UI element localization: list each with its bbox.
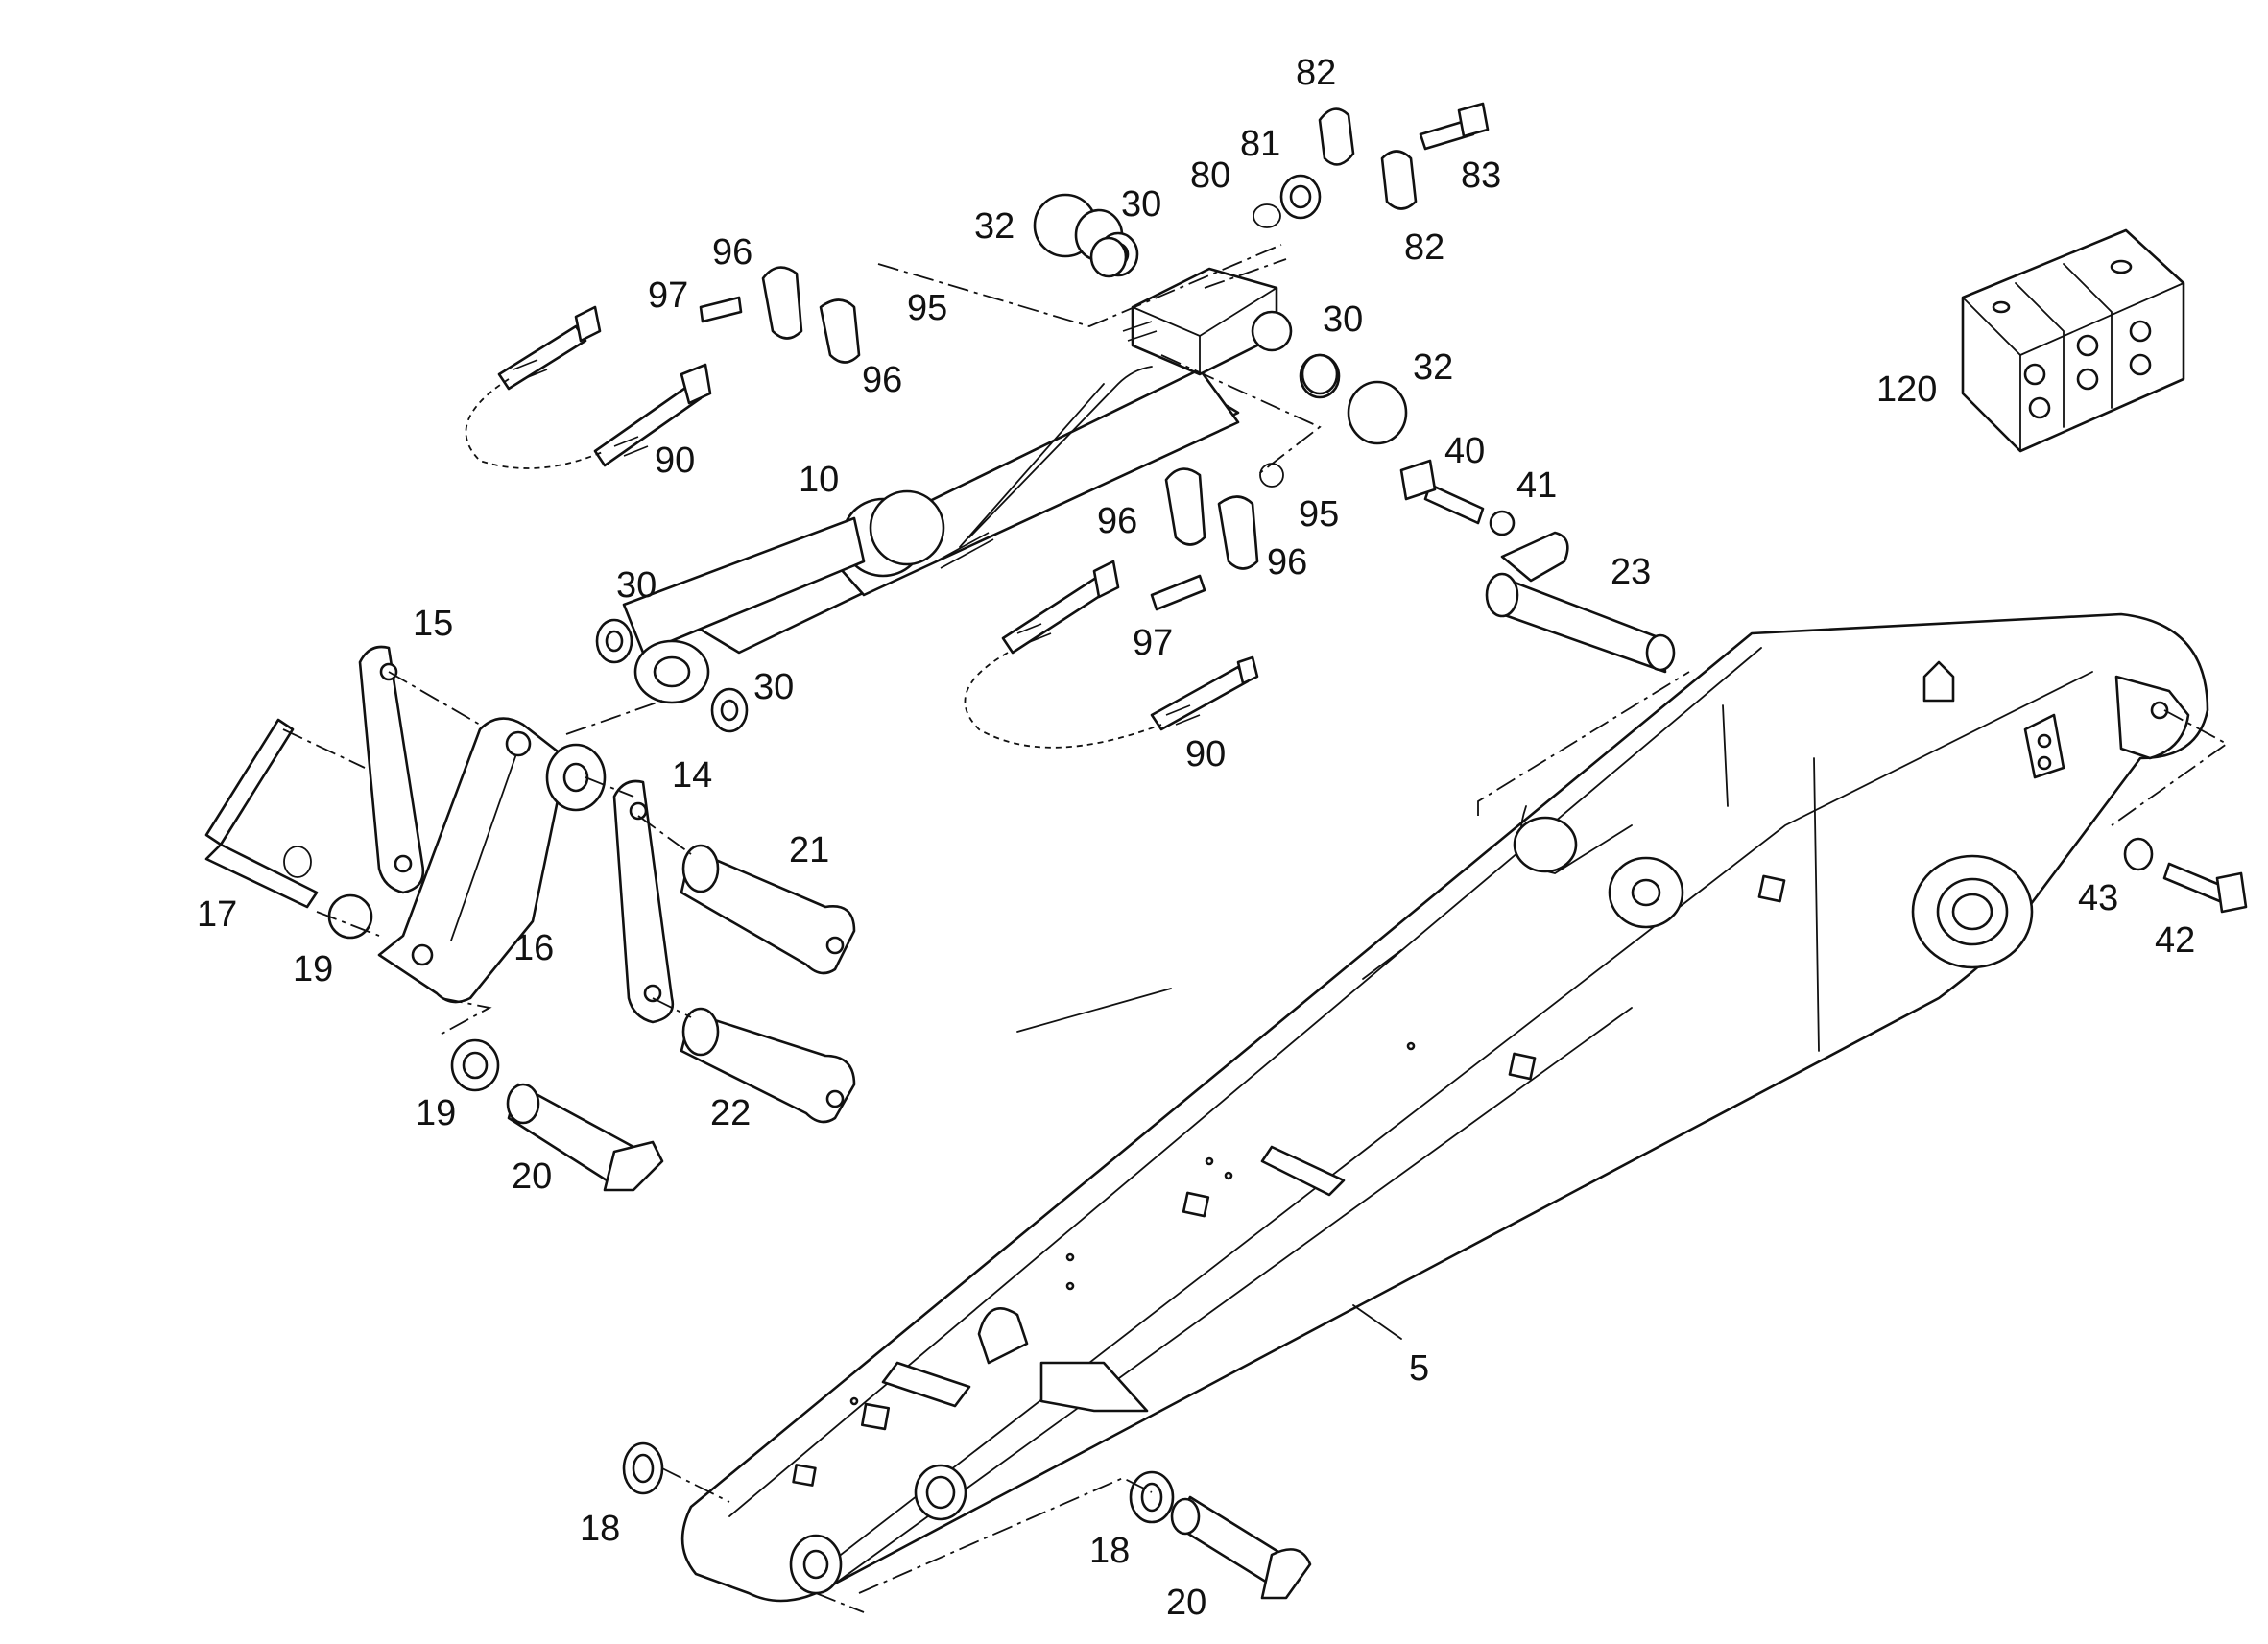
callout-90b: 90 bbox=[1185, 734, 1226, 774]
callout-30a: 30 bbox=[1121, 184, 1161, 225]
washers-18[interactable] bbox=[622, 1441, 1175, 1524]
callout-82a: 82 bbox=[1296, 53, 1336, 93]
clamp-96-upper[interactable] bbox=[699, 266, 861, 364]
callout-23: 23 bbox=[1611, 552, 1651, 592]
callout-42: 42 bbox=[2155, 920, 2195, 961]
hydraulic-cylinder[interactable] bbox=[622, 267, 1293, 704]
callout-97a: 97 bbox=[648, 275, 688, 316]
callout-80: 80 bbox=[1190, 155, 1230, 196]
callout-40: 40 bbox=[1444, 431, 1485, 471]
callout-5: 5 bbox=[1409, 1348, 1429, 1389]
fitting-90-lower[interactable] bbox=[964, 560, 1259, 749]
bolt-40-washer-41-pin-23[interactable] bbox=[1399, 459, 1676, 674]
bushings-19[interactable] bbox=[327, 893, 500, 1092]
callout-10: 10 bbox=[799, 460, 839, 500]
callout-18b: 18 bbox=[1089, 1531, 1130, 1571]
callout-22: 22 bbox=[710, 1093, 751, 1133]
callout-95a: 95 bbox=[907, 288, 947, 328]
callout-labels: 82 81 80 83 82 32 30 96 97 95 96 90 30 3… bbox=[197, 53, 2195, 1623]
valve-block[interactable] bbox=[1961, 228, 2185, 453]
callout-43: 43 bbox=[2078, 878, 2118, 918]
callout-90a: 90 bbox=[655, 441, 695, 481]
washers-30[interactable] bbox=[595, 236, 1339, 733]
callout-19a: 19 bbox=[293, 949, 333, 989]
pin-21[interactable] bbox=[680, 844, 856, 975]
callout-32a: 32 bbox=[974, 206, 1015, 247]
callout-30b: 30 bbox=[1323, 299, 1363, 340]
callout-30d: 30 bbox=[753, 667, 794, 707]
clamp-82[interactable] bbox=[1318, 107, 1418, 210]
callout-96d: 96 bbox=[1267, 542, 1307, 583]
pin-20a[interactable] bbox=[506, 1083, 664, 1192]
callout-21: 21 bbox=[789, 830, 829, 870]
callout-120: 120 bbox=[1876, 369, 1937, 410]
callout-17: 17 bbox=[197, 894, 237, 935]
callout-20a: 20 bbox=[512, 1156, 552, 1197]
fitting-90-upper[interactable] bbox=[465, 305, 712, 469]
callout-19b: 19 bbox=[416, 1093, 456, 1133]
callout-41: 41 bbox=[1516, 465, 1557, 506]
clamp-96-lower[interactable] bbox=[1150, 463, 1284, 611]
bolt-83[interactable] bbox=[1419, 102, 1490, 151]
callout-96c: 96 bbox=[1097, 501, 1137, 541]
callout-30c: 30 bbox=[616, 565, 657, 606]
callout-97b: 97 bbox=[1133, 623, 1173, 663]
arm-assembly[interactable] bbox=[680, 612, 2209, 1603]
pin-17[interactable] bbox=[204, 718, 319, 909]
callout-16: 16 bbox=[513, 928, 554, 968]
pin-20b[interactable] bbox=[1170, 1495, 1312, 1600]
pin-22[interactable] bbox=[680, 1007, 856, 1124]
callout-15: 15 bbox=[413, 604, 453, 644]
bolt-42-washer-43[interactable] bbox=[2123, 837, 2248, 914]
callout-14: 14 bbox=[672, 755, 712, 796]
callout-96b: 96 bbox=[862, 360, 902, 400]
callout-18a: 18 bbox=[580, 1509, 620, 1549]
callout-82b: 82 bbox=[1404, 227, 1444, 268]
leader-lines bbox=[282, 244, 2229, 1613]
link-14[interactable] bbox=[612, 779, 675, 1024]
callout-81: 81 bbox=[1240, 124, 1280, 164]
callout-95b: 95 bbox=[1299, 494, 1339, 535]
callout-32b: 32 bbox=[1413, 347, 1453, 388]
callout-83: 83 bbox=[1461, 155, 1501, 196]
callout-20b: 20 bbox=[1166, 1583, 1206, 1623]
link-15[interactable] bbox=[358, 645, 425, 894]
callout-96a: 96 bbox=[712, 232, 752, 273]
ring-80-81[interactable] bbox=[1253, 174, 1322, 228]
